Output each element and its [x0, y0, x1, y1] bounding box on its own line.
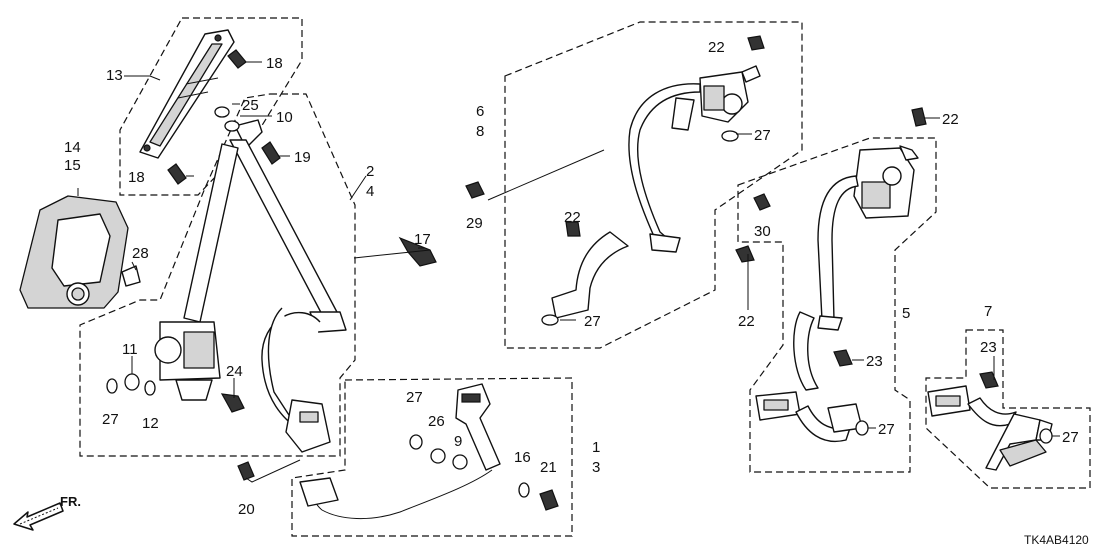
callout-5: 5	[902, 305, 910, 322]
callout-4: 4	[366, 183, 374, 200]
bolt-18-lower	[167, 163, 187, 185]
bolt-22-lower	[735, 245, 755, 263]
boundary-group-1-3	[291, 377, 573, 537]
bolt-22-mid	[565, 221, 581, 237]
callout-1: 1	[592, 439, 600, 456]
callout-27-buckle-right: 27	[1062, 429, 1079, 446]
callout-21: 21	[540, 459, 557, 476]
callout-23-buckle: 23	[980, 339, 997, 356]
callout-22-mid: 22	[564, 209, 581, 226]
callout-27-center: 27	[878, 421, 895, 438]
callout-8: 8	[476, 123, 484, 140]
callout-18-lower: 18	[128, 169, 145, 186]
callout-7: 7	[984, 303, 992, 320]
callout-labels: 13 18 18 25 10 19 2 4 14 15 28 17 11 27 …	[64, 39, 1079, 518]
bolt-20	[237, 461, 255, 481]
callout-30: 30	[754, 223, 771, 240]
part-illustrations	[19, 29, 1053, 519]
callout-28: 28	[132, 245, 149, 262]
callout-27-rear-bottom: 27	[584, 313, 601, 330]
callout-11: 11	[122, 341, 138, 358]
trim-clip	[121, 265, 141, 287]
callout-3: 3	[592, 459, 600, 476]
callout-29: 29	[466, 215, 483, 232]
direction-label: FR.	[60, 494, 81, 509]
bolt-30	[753, 193, 771, 211]
bolt-29	[465, 181, 485, 199]
bolt-21	[539, 489, 559, 511]
callout-22-top: 22	[708, 39, 725, 56]
washers	[106, 106, 1053, 498]
callout-27-left: 27	[102, 411, 119, 428]
pillar-trim-cover	[19, 195, 129, 309]
boundary-group-5	[737, 137, 937, 473]
callout-19: 19	[294, 149, 311, 166]
callout-22-lower: 22	[738, 313, 755, 330]
rear-center-buckle-assembly	[927, 385, 1053, 471]
bolts	[167, 35, 999, 511]
bolt-22-right	[911, 107, 927, 127]
bolt-24	[220, 393, 245, 413]
callout-14: 14	[64, 139, 81, 156]
callout-10: 10	[276, 109, 293, 126]
bolt-18-upper	[227, 49, 247, 69]
arrow-icon	[13, 502, 64, 531]
group-boundaries	[79, 17, 1091, 537]
callout-17: 17	[414, 231, 431, 248]
callout-27-rear-top: 27	[754, 127, 771, 144]
bolt-19	[261, 141, 281, 165]
front-seat-belt-assembly	[154, 119, 347, 453]
callout-18-upper: 18	[266, 55, 283, 72]
callout-24: 24	[226, 363, 243, 380]
front-buckle-assembly	[299, 383, 501, 519]
bolt-23-buckle	[979, 371, 999, 389]
bolt-23-center	[833, 349, 853, 367]
callout-6: 6	[476, 103, 484, 120]
callout-13: 13	[106, 67, 123, 84]
boundary-group-7	[925, 329, 1091, 489]
callout-2: 2	[366, 163, 374, 180]
callout-20: 20	[238, 501, 255, 518]
callout-22-right: 22	[942, 111, 959, 128]
upper-anchor-adjuster	[139, 29, 235, 159]
rear-center-belt-assembly	[755, 145, 919, 442]
callout-25: 25	[242, 97, 259, 114]
boundary-group-6-8	[504, 21, 803, 349]
callout-9: 9	[454, 433, 462, 450]
front-direction-arrow: FR.	[13, 494, 81, 531]
bolt-22-top	[747, 35, 765, 51]
callout-23-center: 23	[866, 353, 883, 370]
callout-16: 16	[514, 449, 531, 466]
leader-lines	[77, 61, 1060, 483]
diagram-code: TK4AB4120	[1024, 533, 1089, 547]
bolt-17	[398, 236, 437, 267]
boundary-group-2-4	[79, 93, 356, 457]
callout-15: 15	[64, 157, 81, 174]
rear-side-belt-assembly	[551, 65, 761, 319]
callout-26: 26	[428, 413, 445, 430]
callout-12: 12	[142, 415, 159, 432]
callout-27-buckle: 27	[406, 389, 423, 406]
